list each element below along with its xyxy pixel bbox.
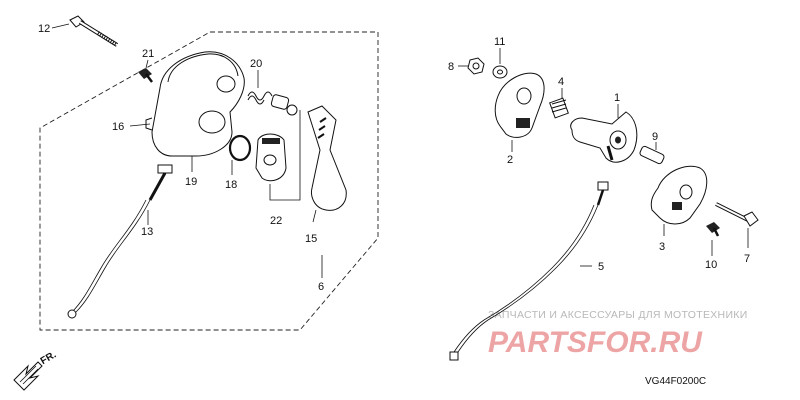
callout-12: 12 [38, 23, 50, 35]
callout-7: 7 [744, 253, 750, 265]
part-21-screw [138, 68, 153, 83]
part-2-plate [494, 72, 545, 138]
callout-8: 8 [448, 61, 454, 73]
part-12-bolt [69, 15, 119, 47]
callout-3: 3 [659, 241, 665, 253]
assembly-box [39, 31, 379, 331]
watermark-tagline: ЗАПЧАСТИ И АКСЕССУАРЫ ДЛЯ МОТОТЕХНИКИ [488, 309, 748, 321]
callout-6: 6 [318, 281, 324, 293]
part-15-lever [307, 105, 347, 211]
part-11-washer [492, 65, 508, 79]
part-1-throttle-lever [570, 111, 638, 163]
part-4-spring [549, 97, 569, 119]
part-22-cam [255, 133, 287, 182]
part-20-spring [247, 91, 273, 105]
callout-13: 13 [141, 226, 153, 238]
front-arrow-icon [13, 361, 43, 391]
diagram-code: VG44F0200C [645, 376, 706, 387]
callout-18: 18 [225, 179, 237, 191]
callout-2: 2 [507, 154, 513, 166]
part-8-nut [467, 57, 485, 75]
callout-1: 1 [614, 92, 620, 104]
part-19-housing [145, 51, 245, 157]
callout-5: 5 [598, 261, 604, 273]
callout-20: 20 [250, 58, 262, 70]
callout-19: 19 [185, 176, 197, 188]
part-9-collar [639, 145, 665, 165]
callout-22: 22 [270, 215, 282, 227]
part-10-screw [706, 222, 720, 237]
callout-10: 10 [705, 259, 717, 271]
part-7-bolt [715, 202, 759, 227]
part-3-cover [650, 165, 708, 225]
callout-15: 15 [305, 233, 317, 245]
watermark: ЗАПЧАСТИ И АКСЕССУАРЫ ДЛЯ МОТОТЕХНИКИ PA… [488, 309, 748, 359]
part-22-detent-pin [270, 94, 298, 116]
front-marker: FR. [39, 349, 59, 367]
part-18-spring-clip [228, 134, 252, 162]
watermark-logo: PARTSFOR.RU [488, 326, 703, 359]
callout-9: 9 [652, 131, 658, 143]
callout-16: 16 [112, 121, 124, 133]
callout-11: 11 [494, 36, 505, 48]
part-13-cable [67, 164, 173, 319]
callout-4: 4 [558, 76, 564, 88]
callout-21: 21 [142, 48, 154, 60]
part-5-cable [449, 181, 609, 361]
